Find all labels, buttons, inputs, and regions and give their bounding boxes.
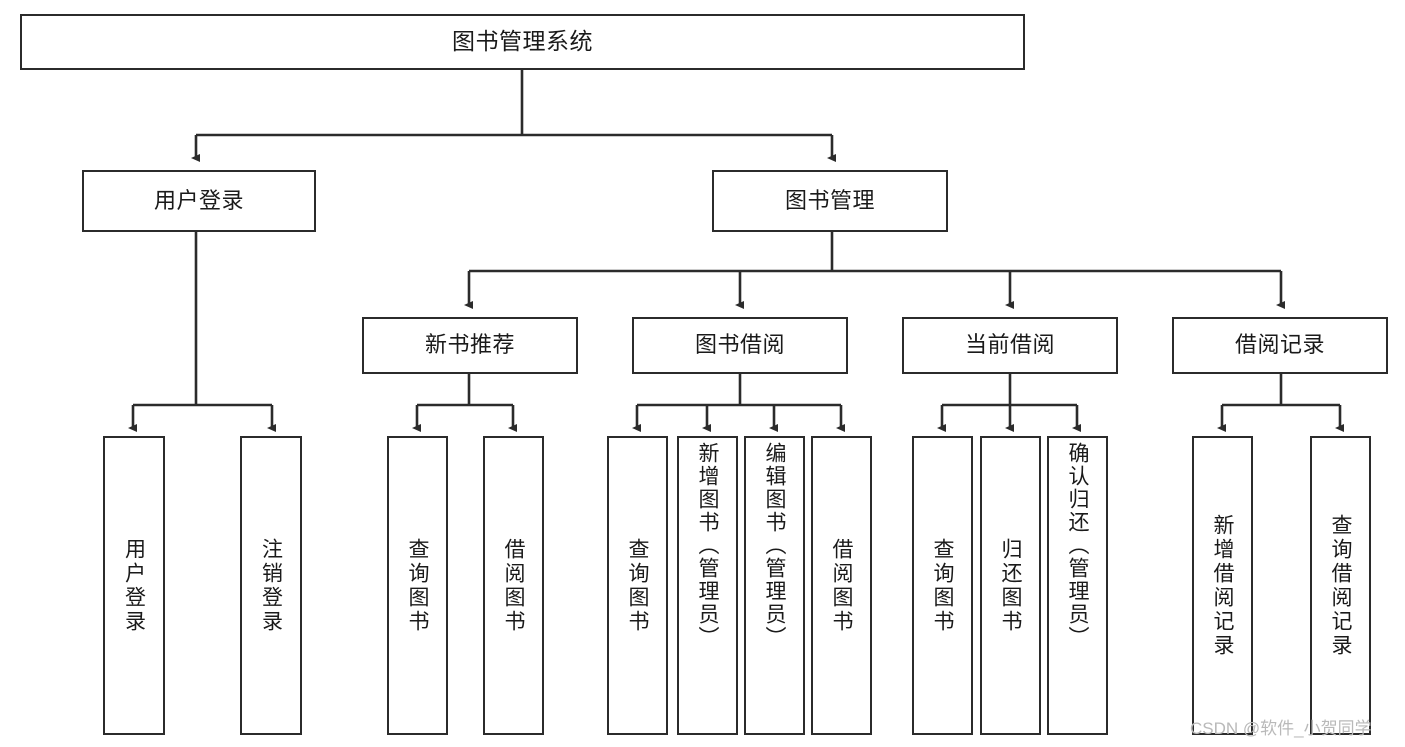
node-label: 借阅记录	[1234, 332, 1325, 358]
leaf-borrow-edit-book-admin[interactable]: 编辑图书（管理员）	[744, 436, 805, 735]
node-label: 查询图书	[931, 537, 955, 634]
node-root-book-management-system[interactable]: 图书管理系统	[20, 14, 1025, 70]
node-label: 借阅图书	[830, 537, 854, 634]
leaf-new-book-borrow[interactable]: 借阅图书	[483, 436, 544, 735]
leaf-current-return-book[interactable]: 归还图书	[980, 436, 1041, 735]
node-label: 图书借阅	[694, 332, 785, 358]
leaf-borrow-add-book-admin[interactable]: 新增图书（管理员）	[677, 436, 738, 735]
node-book-management[interactable]: 图书管理	[712, 170, 948, 232]
leaf-user-login-login[interactable]: 用户登录	[103, 436, 165, 735]
node-label: 查询图书	[626, 537, 650, 634]
leaf-record-query-borrow-record[interactable]: 查询借阅记录	[1310, 436, 1371, 735]
node-label: 查询借阅记录	[1329, 513, 1353, 658]
node-label: 确认归还（管理员）	[1066, 442, 1090, 649]
node-label: 查询图书	[406, 537, 430, 634]
node-label: 编辑图书（管理员）	[763, 442, 787, 649]
leaf-new-book-query[interactable]: 查询图书	[387, 436, 448, 735]
node-label: 新增借阅记录	[1211, 513, 1235, 658]
node-label: 图书管理	[784, 187, 875, 213]
node-label: 图书管理系统	[452, 28, 593, 55]
node-label: 新书推荐	[424, 332, 515, 358]
node-current-borrow[interactable]: 当前借阅	[902, 317, 1118, 374]
node-label: 用户登录	[153, 187, 244, 213]
node-label: 归还图书	[999, 537, 1023, 634]
leaf-current-confirm-return-admin[interactable]: 确认归还（管理员）	[1047, 436, 1108, 735]
node-label: 注销登录	[259, 537, 283, 634]
node-label: 当前借阅	[964, 332, 1055, 358]
leaf-borrow-query-book[interactable]: 查询图书	[607, 436, 668, 735]
node-label: 新增图书（管理员）	[696, 442, 720, 649]
leaf-user-login-logout[interactable]: 注销登录	[240, 436, 302, 735]
leaf-current-query-book[interactable]: 查询图书	[912, 436, 973, 735]
node-label: 借阅图书	[502, 537, 526, 634]
node-new-book-recommend[interactable]: 新书推荐	[362, 317, 578, 374]
leaf-record-add-borrow-record[interactable]: 新增借阅记录	[1192, 436, 1253, 735]
node-borrow-record[interactable]: 借阅记录	[1172, 317, 1388, 374]
node-label: 用户登录	[122, 537, 146, 634]
node-book-borrow[interactable]: 图书借阅	[632, 317, 848, 374]
node-user-login[interactable]: 用户登录	[82, 170, 316, 232]
csdn-watermark: CSDN @软件_小贺同学	[1190, 719, 1372, 738]
leaf-borrow-borrow-book[interactable]: 借阅图书	[811, 436, 872, 735]
